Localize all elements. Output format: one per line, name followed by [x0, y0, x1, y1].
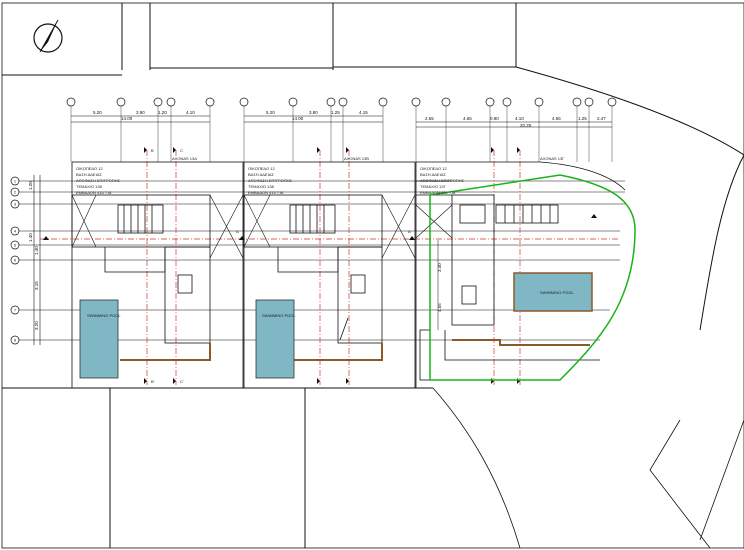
- grid-row-1: 1: [14, 179, 17, 184]
- unit2-info-line-2: ΒΑΣΗ ΑΔΕΙΑΣ: [248, 172, 274, 177]
- unit3-info-line-1: ΟΙΚΟΠΕΔΟ 12: [420, 166, 447, 171]
- grid-row-2: 2: [14, 190, 17, 195]
- right-dim-1: 3.40: [437, 263, 442, 272]
- unit3-side-dims: 3.40 4.55: [437, 240, 442, 330]
- unit1-axonas-label: AXONAS 13A: [172, 156, 197, 161]
- dim-unit1-1: 5.20: [93, 110, 102, 115]
- section-label-b-prime: B': [151, 379, 155, 384]
- unit1-info-line-1: ΟΙΚΟΠΕΔΟ 12: [76, 166, 103, 171]
- unit3-info-block: ΟΙΚΟΠΕΔΟ 12 ΒΑΣΗ ΑΔΕΙΑΣ ΑΠΟΦΑΣΗ ΕΠΙΤΡΟΠΗ…: [420, 166, 465, 195]
- grid-axis-bubbles-top: [66, 97, 617, 107]
- grid-row-7: 7: [14, 308, 17, 313]
- grid-row-3: 3: [14, 202, 17, 207]
- dim-unit3-5: 4.55: [552, 116, 561, 121]
- section-label-c: C: [180, 148, 183, 153]
- grid-row-labels: 1 2 3 4 5 6 7 8: [14, 179, 17, 343]
- unit3-info-line-3: ΑΠΟΦΑΣΗ ΕΠΙΤΡΟΠΗΣ: [420, 178, 465, 183]
- north-arrow-icon: [33, 19, 63, 53]
- unit1-info-line-5: ΕΜΒΑΔΟΝ 415 Τ.Μ.: [76, 190, 112, 195]
- dim-unit3-total: 20.25: [520, 123, 532, 128]
- house-unit-2: [243, 161, 416, 389]
- dim-unit1-4: 4.10: [186, 110, 195, 115]
- unit3-garden-wall: [452, 339, 590, 346]
- grid-row-8: 8: [14, 338, 17, 343]
- unit2-pool-label: SWIMMING POOL: [262, 313, 296, 318]
- unit1-info-block: ΟΙΚΟΠΕΔΟ 12 ΒΑΣΗ ΑΔΕΙΑΣ ΑΠΟΦΑΣΗ ΕΠΙΤΡΟΠΗ…: [76, 166, 121, 195]
- unit2-axonas-label: AXONAS 13B: [344, 156, 369, 161]
- section-label-c-prime: C': [180, 379, 184, 384]
- dimension-lines-top: [71, 115, 612, 128]
- dim-unit1-2: 3.90: [136, 110, 145, 115]
- grid-row-4: 4: [14, 229, 17, 234]
- dim-unit3-7: 2.47: [597, 116, 606, 121]
- dim-labels-unit3: 2.55 4.65 0.90 4.10 4.55 1.25 2.47 20.25: [425, 116, 606, 128]
- dim-unit1-3: 1.20: [158, 110, 167, 115]
- dim-unit3-3: 0.90: [490, 116, 499, 121]
- unit1-garden-wall: [120, 343, 211, 361]
- left-dim-1: 1.20: [28, 181, 33, 190]
- dim-unit3-6: 1.25: [578, 116, 587, 121]
- unit3-pool-label: SWIMMING POOL: [540, 290, 574, 295]
- grid-axis-bubbles-left: [10, 176, 20, 345]
- unit3-info-line-5: ΕΜΒΑΔΟΝ 430 Τ.Μ.: [420, 190, 456, 195]
- unit2-info-line-1: ΟΙΚΟΠΕΔΟ 12: [248, 166, 275, 171]
- dim-unit1-total: 14.00: [121, 116, 133, 121]
- dim-unit2-4: 4.15: [359, 110, 368, 115]
- dim-unit3-1: 2.55: [425, 116, 434, 121]
- unit3-info-line-2: ΒΑΣΗ ΑΔΕΙΑΣ: [420, 172, 446, 177]
- section-marker-labels: B C B' C' A A': [151, 148, 412, 384]
- unit2-info-line-4: ΤΕΜΑΧΙΟ 138: [248, 184, 275, 189]
- right-dim-2: 4.55: [437, 303, 442, 312]
- unit1-info-line-3: ΑΠΟΦΑΣΗ ΕΠΙΤΡΟΠΗΣ: [76, 178, 121, 183]
- unit3-garden-outline: [429, 174, 636, 381]
- unit1-info-line-2: ΒΑΣΗ ΑΔΕΙΑΣ: [76, 172, 102, 177]
- grid-row-5: 5: [14, 243, 17, 248]
- left-dim-labels: 1.20 1.40 1.40 3.15 3.20: [28, 181, 39, 330]
- dim-labels-unit2: 5.20 3.80 1.25 4.15 14.00: [266, 110, 368, 121]
- dim-unit2-2: 3.80: [309, 110, 318, 115]
- dim-unit3-4: 4.10: [515, 116, 524, 121]
- unit2-info-line-3: ΑΠΟΦΑΣΗ ΕΠΙΤΡΟΠΗΣ: [248, 178, 293, 183]
- section-label-b: B: [151, 148, 154, 153]
- house-unit-3: [415, 161, 626, 388]
- dim-unit2-3: 1.25: [331, 110, 340, 115]
- unit3-pool: [513, 272, 593, 312]
- dim-labels-unit1: 5.20 3.90 1.20 4.10 14.00: [93, 110, 195, 121]
- unit2-garden-wall: [292, 343, 383, 361]
- left-dim-3: 1.40: [34, 246, 39, 255]
- unit3-info-line-4: ΤΕΜΑΧΙΟ 13Γ: [420, 184, 447, 189]
- section-label-a: A: [236, 229, 239, 234]
- left-dim-5: 3.20: [34, 321, 39, 330]
- house-unit-1: [71, 161, 244, 389]
- dim-unit3-2: 4.65: [463, 116, 472, 121]
- unit2-pool: [255, 299, 295, 379]
- section-label-a-prime: A': [408, 229, 412, 234]
- dim-unit2-1: 5.20: [266, 110, 275, 115]
- dim-unit2-total: 14.00: [292, 116, 304, 121]
- unit2-info-block: ΟΙΚΟΠΕΔΟ 12 ΒΑΣΗ ΑΔΕΙΑΣ ΑΠΟΦΑΣΗ ΕΠΙΤΡΟΠΗ…: [248, 166, 293, 195]
- left-dim-2: 1.40: [28, 233, 33, 242]
- vertical-grid-lines: [70, 106, 613, 162]
- unit1-info-line-4: ΤΕΜΑΧΙΟ 138: [76, 184, 103, 189]
- section-axis-lines: [40, 150, 620, 385]
- left-dim-4: 3.15: [34, 281, 39, 290]
- unit1-pool: [79, 299, 119, 379]
- grid-row-6: 6: [14, 258, 17, 263]
- unit2-info-line-5: ΕΜΒΑΔΟΝ 415 Τ.Μ.: [248, 190, 284, 195]
- section-markers: [43, 147, 597, 384]
- unit3-axonas-label: AXONAS 13Γ: [540, 156, 565, 161]
- unit1-pool-label: SWIMMING POOL: [87, 313, 121, 318]
